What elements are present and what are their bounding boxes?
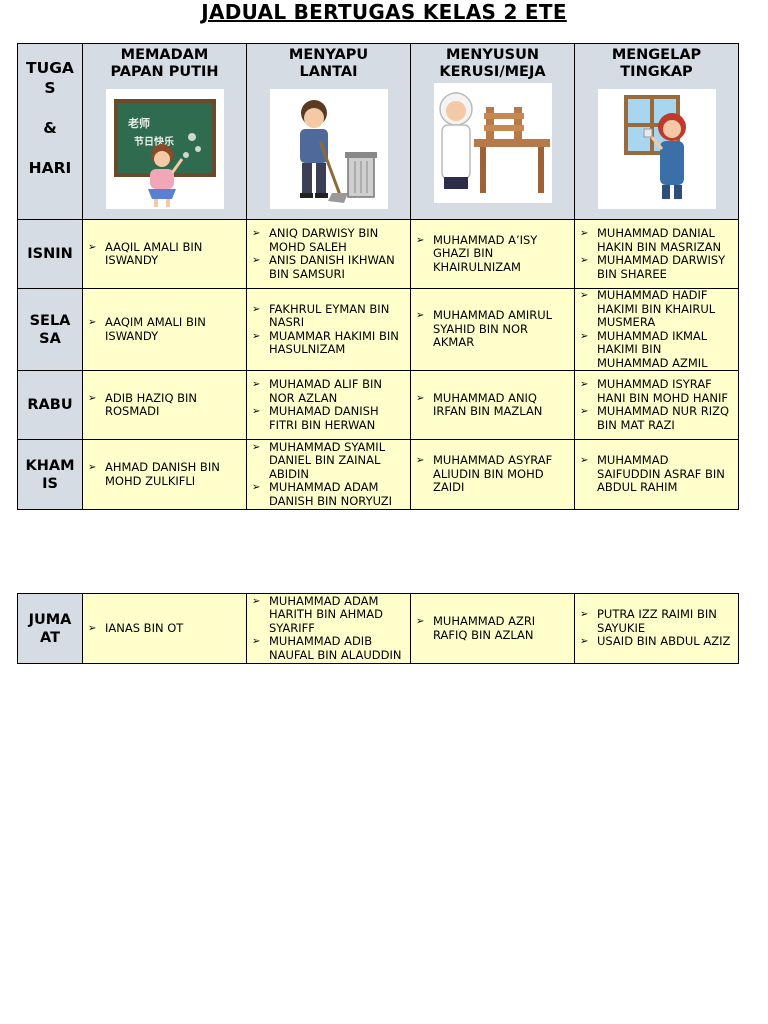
list-item: MUHAMMAD HADIF HAKIMI BIN KHAIRUL MUSMER… — [579, 288, 734, 330]
list-item: MUHAMMAD ASYRAF ALIUDIN BIN MOHD ZAIDI — [415, 454, 570, 495]
duty-cell: AAQIL AMALI BIN ISWANDY — [82, 219, 247, 289]
day-name: JUMA — [28, 611, 72, 628]
day-label: RABU — [17, 370, 83, 440]
list-item: MUHAMMAD SYAMIL DANIEL BIN ZAINAL ABIDIN — [251, 440, 406, 482]
duty-cell: MUHAMMAD A’ISY GHAZI BIN KHAIRULNIZAM — [410, 219, 575, 289]
list-item: ANIS DANISH IKHWAN BIN SAMSURI — [251, 253, 406, 281]
list-item: MUHAMMAD DARWISY BIN SHAREE — [579, 253, 734, 281]
day-label: JUMA AT — [17, 593, 83, 664]
corner-line: & — [43, 119, 57, 137]
duty-cell: PUTRA IZZ RAIMI BIN SAYUKIE USAID BIN AB… — [574, 593, 739, 664]
day-name: RABU — [27, 397, 73, 413]
list-item: ADIB HAZIQ BIN ROSMADI — [87, 391, 242, 419]
sweeping-illustration — [269, 89, 388, 209]
duty-cell: MUHAMMAD HADIF HAKIMI BIN KHAIRUL MUSMER… — [574, 288, 739, 371]
day-name: SELA — [29, 312, 71, 329]
corner-header: TUGA S & HARI — [17, 43, 83, 220]
day-name: IS — [42, 475, 58, 492]
corner-line: S — [44, 79, 56, 97]
task-header-sweep: MENYAPU LANTAI — [246, 43, 411, 220]
duty-cell: AAQIM AMALI BIN ISWANDY — [82, 288, 247, 371]
duty-roster-table: TUGA S & HARI MEMADAM PAPAN PUTIH 老师 节日快… — [17, 43, 739, 510]
list-item: MUHAMMAD AZRI RAFIQ BIN AZLAN — [415, 614, 570, 642]
task-header-window: MENGELAP TINGKAP — [574, 43, 739, 220]
duty-cell: MUHAMMAD ADAM HARITH BIN AHMAD SYARIFF M… — [246, 593, 411, 664]
day-name: AT — [40, 629, 60, 646]
task-label: MEMADAM — [120, 47, 209, 63]
list-item: FAKHRUL EYMAN BIN NASRI — [251, 302, 406, 330]
list-item: MUHAMMAD NUR RIZQ BIN MAT RAZI — [579, 404, 734, 432]
list-item: AAQIL AMALI BIN ISWANDY — [87, 240, 242, 268]
list-item: MUHAMMAD SAIFUDDIN ASRAF BIN ABDUL RAHIM — [579, 454, 734, 495]
list-item: MUHAMMAD ISYRAF HANI BIN MOHD HANIF — [579, 377, 734, 405]
list-item: MUAMMAR HAKIMI BIN HASULNIZAM — [251, 329, 406, 357]
friday-roster-table: JUMA AT IANAS BIN OT MUHAMMAD ADAM HARIT… — [17, 593, 739, 664]
table-row: SELA SA AAQIM AMALI BIN ISWANDY FAKHRUL … — [17, 288, 739, 371]
duty-cell: MUHAMMAD SYAMIL DANIEL BIN ZAINAL ABIDIN… — [246, 439, 411, 510]
task-header-whiteboard: MEMADAM PAPAN PUTIH 老师 节日快乐 — [82, 43, 247, 220]
list-item: MUHAMAD DANISH FITRI BIN HERWAN — [251, 404, 406, 432]
task-label: MENGELAP — [611, 47, 702, 63]
task-label: TINGKAP — [620, 64, 693, 80]
table-row: ISNIN AAQIL AMALI BIN ISWANDY ANIQ DARWI… — [17, 219, 739, 289]
list-item: AHMAD DANISH BIN MOHD ZULKIFLI — [87, 460, 242, 488]
window-cleaning-illustration — [597, 89, 716, 209]
list-item: MUHAMMAD AMIRUL SYAHID BIN NOR AKMAR — [415, 309, 570, 350]
board-scribble: 老师 — [127, 116, 150, 130]
duty-cell: ADIB HAZIQ BIN ROSMADI — [82, 370, 247, 440]
list-item: MUHAMMAD IKMAL HAKIMI BIN MUHAMMAD AZMIL — [579, 329, 734, 371]
task-header-arrange: MENYUSUN KERUSI/MEJA — [410, 43, 575, 220]
day-label: ISNIN — [17, 219, 83, 289]
duty-cell: MUHAMMAD AMIRUL SYAHID BIN NOR AKMAR — [410, 288, 575, 371]
arrange-chairs-illustration — [433, 83, 552, 203]
header-row: TUGA S & HARI MEMADAM PAPAN PUTIH 老师 节日快… — [17, 43, 739, 220]
list-item: USAID BIN ABDUL AZIZ — [579, 635, 734, 649]
duty-cell: IANAS BIN OT — [82, 593, 247, 664]
table-row: KHAM IS AHMAD DANISH BIN MOHD ZULKIFLI M… — [17, 439, 739, 510]
page-title: JADUAL BERTUGAS KELAS 2 ETE — [201, 0, 567, 24]
duty-cell: FAKHRUL EYMAN BIN NASRI MUAMMAR HAKIMI B… — [246, 288, 411, 371]
duty-cell: MUHAMMAD ASYRAF ALIUDIN BIN MOHD ZAIDI — [410, 439, 575, 510]
day-name: ISNIN — [27, 246, 73, 262]
list-item: ANIQ DARWISY BIN MOHD SALEH — [251, 226, 406, 254]
task-label: MENYUSUN — [445, 47, 540, 63]
task-label: KERUSI/MEJA — [439, 64, 546, 80]
list-item: PUTRA IZZ RAIMI BIN SAYUKIE — [579, 608, 734, 635]
duty-cell: MUHAMMAD ANIQ IRFAN BIN MAZLAN — [410, 370, 575, 440]
task-label: PAPAN PUTIH — [110, 64, 219, 80]
table-row: RABU ADIB HAZIQ BIN ROSMADI MUHAMAD ALIF… — [17, 370, 739, 440]
duty-cell: MUHAMMAD DANIAL HAKIN BIN MASRIZAN MUHAM… — [574, 219, 739, 289]
day-name: KHAM — [25, 457, 75, 474]
list-item: MUHAMAD ALIF BIN NOR AZLAN — [251, 377, 406, 405]
duty-cell: ANIQ DARWISY BIN MOHD SALEH ANIS DANISH … — [246, 219, 411, 289]
list-item: IANAS BIN OT — [87, 621, 242, 636]
corner-line: HARI — [28, 159, 72, 177]
corner-line — [18, 138, 82, 158]
day-label: KHAM IS — [17, 439, 83, 510]
list-item: MUHAMMAD A’ISY GHAZI BIN KHAIRULNIZAM — [415, 233, 570, 275]
day-label: SELA SA — [17, 288, 83, 371]
list-item: MUHAMMAD ADAM HARITH BIN AHMAD SYARIFF — [251, 594, 406, 636]
table-row: JUMA AT IANAS BIN OT MUHAMMAD ADAM HARIT… — [17, 593, 739, 664]
duty-cell: MUHAMMAD SAIFUDDIN ASRAF BIN ABDUL RAHIM — [574, 439, 739, 510]
duty-cell: AHMAD DANISH BIN MOHD ZULKIFLI — [82, 439, 247, 510]
list-item: MUHAMMAD ADIB NAUFAL BIN ALAUDDIN — [251, 635, 406, 662]
corner-line: TUGA — [26, 59, 74, 77]
duty-cell: MUHAMMAD ISYRAF HANI BIN MOHD HANIF MUHA… — [574, 370, 739, 440]
list-item: MUHAMMAD ANIQ IRFAN BIN MAZLAN — [415, 391, 570, 419]
duty-cell: MUHAMAD ALIF BIN NOR AZLAN MUHAMAD DANIS… — [246, 370, 411, 440]
list-item: MUHAMMAD DANIAL HAKIN BIN MASRIZAN — [579, 226, 734, 254]
list-item: AAQIM AMALI BIN ISWANDY — [87, 315, 242, 343]
whiteboard-illustration: 老师 节日快乐 — [105, 89, 224, 209]
list-item: MUHAMMAD ADAM DANISH BIN NORYUZI — [251, 481, 406, 508]
duty-cell: MUHAMMAD AZRI RAFIQ BIN AZLAN — [410, 593, 575, 664]
day-name: SA — [39, 330, 61, 347]
task-label: MENYAPU — [288, 47, 369, 63]
corner-line — [18, 98, 82, 118]
task-label: LANTAI — [299, 64, 358, 80]
